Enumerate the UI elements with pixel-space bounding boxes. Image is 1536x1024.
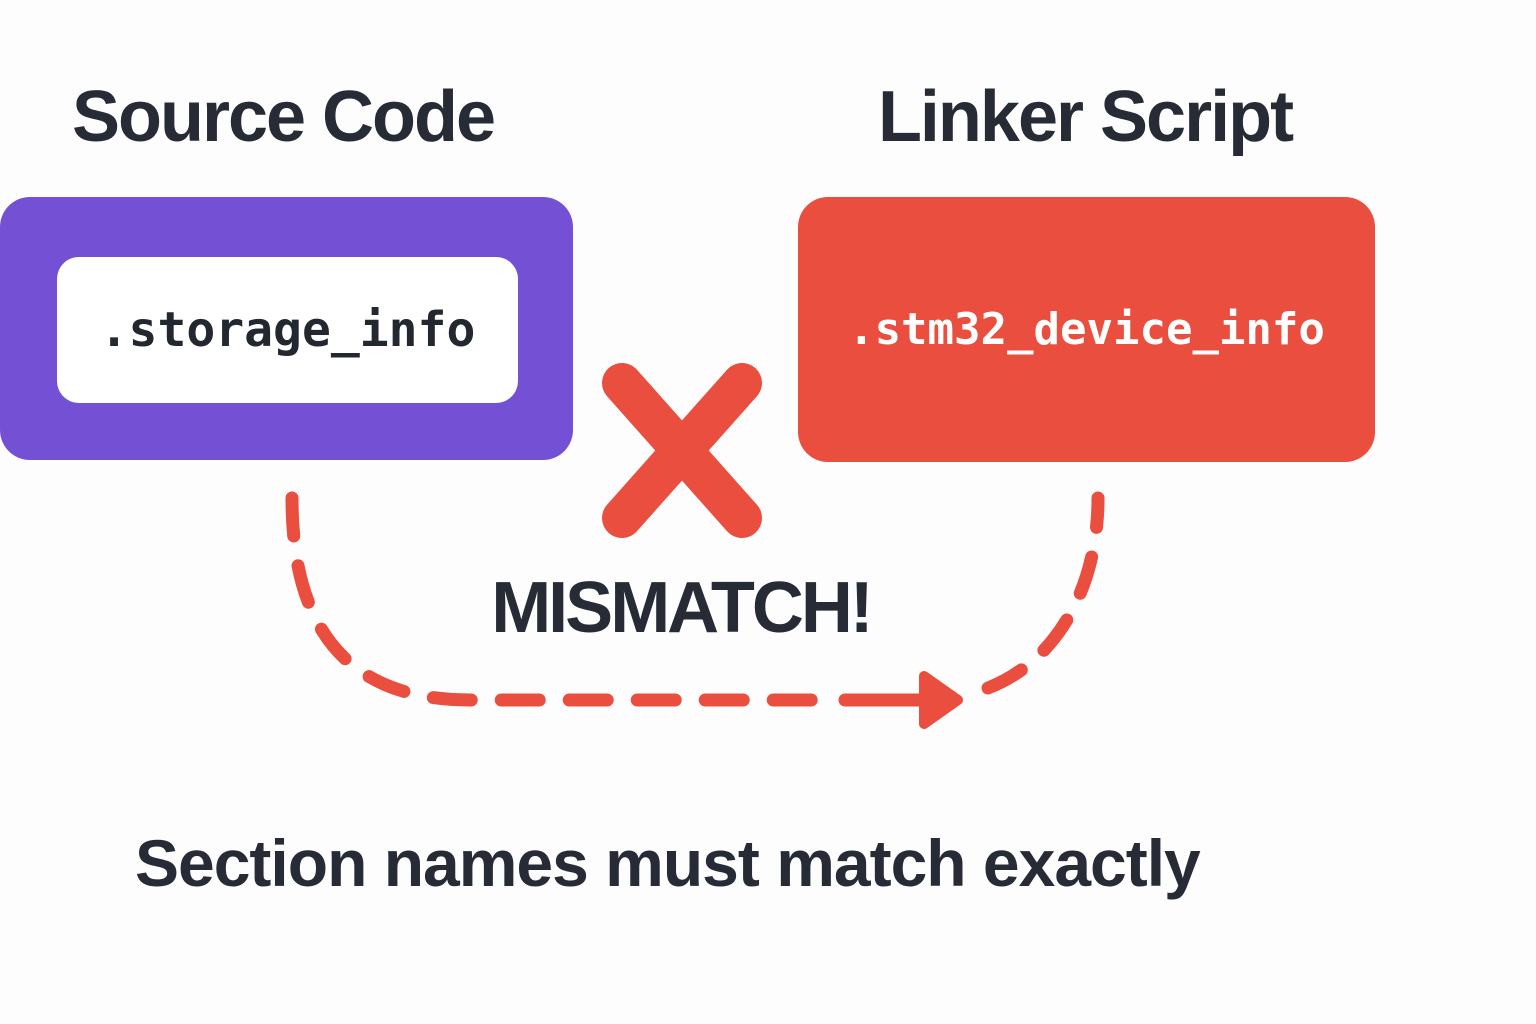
linker-section-name: .stm32_device_info <box>848 304 1325 355</box>
mismatch-label: MISMATCH! <box>491 568 874 648</box>
source-code-box: .storage_info <box>0 197 573 460</box>
linker-script-heading: Linker Script <box>877 77 1294 157</box>
linker-script-box: .stm32_device_info <box>798 197 1375 462</box>
source-section-pill: .storage_info <box>57 257 518 403</box>
mismatch-x-icon <box>602 363 762 538</box>
diagram-caption: Section names must match exactly <box>135 826 1201 900</box>
source-section-name: .storage_info <box>99 302 476 358</box>
source-code-heading: Source Code <box>71 77 496 157</box>
